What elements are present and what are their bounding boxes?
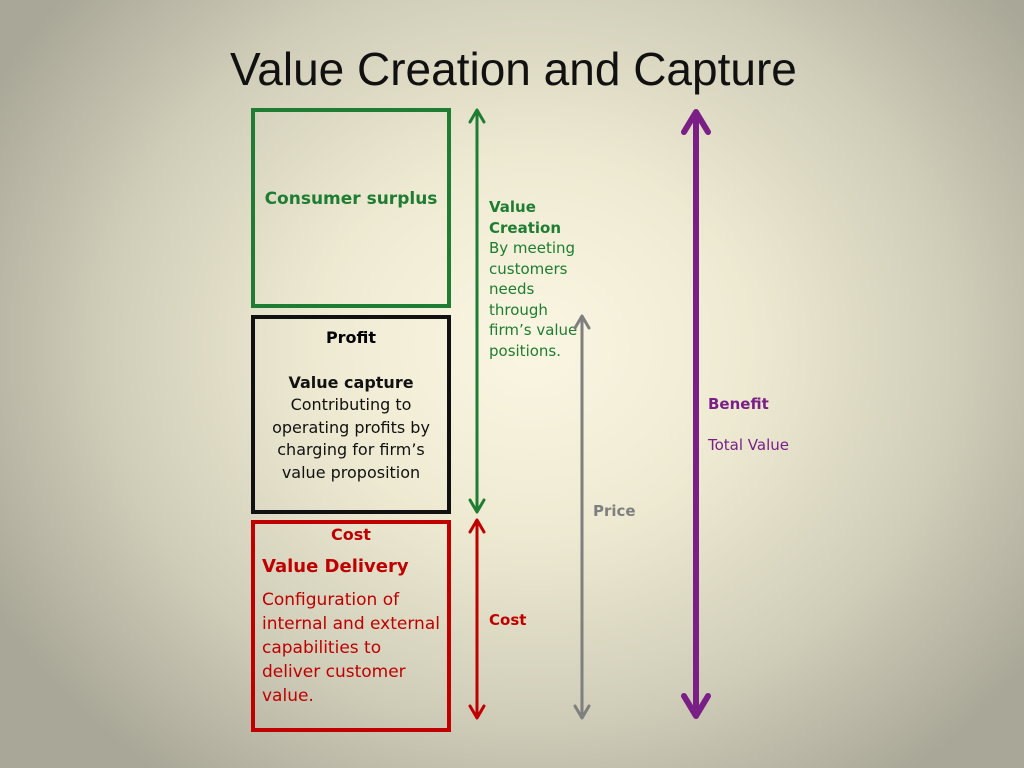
cost-arrow <box>468 518 486 720</box>
value-delivery-heading: Value Delivery <box>262 556 409 577</box>
cost-arrow-label: Cost <box>489 611 527 629</box>
price-arrow <box>573 314 591 720</box>
consumer-surplus-box <box>251 108 451 308</box>
cost-box <box>251 520 451 732</box>
benefit-arrow-label: Benefit <box>708 395 769 413</box>
profit-title: Profit <box>325 328 377 347</box>
cost-box-title: Cost <box>331 525 371 544</box>
total-value-label: Total Value <box>708 436 789 454</box>
price-arrow-label: Price <box>593 502 636 520</box>
value-creation-description: By meeting customers needs through firm’… <box>489 239 578 360</box>
value-creation-heading: Value Creation <box>489 198 561 237</box>
value-creation-arrow <box>468 108 486 514</box>
value-delivery-description: Configuration of internal and external c… <box>262 590 440 706</box>
consumer-surplus-label: Consumer surplus <box>264 189 438 209</box>
benefit-arrow <box>681 109 711 719</box>
profit-box <box>251 315 451 514</box>
value-capture-description: Contributing to operating profits by cha… <box>272 395 430 482</box>
value-capture-text: Value capture Contributing to operating … <box>255 372 447 484</box>
value-creation-text: Value Creation By meeting customers need… <box>489 197 589 361</box>
slide-title: Value Creation and Capture <box>230 43 797 95</box>
value-capture-heading: Value capture <box>288 373 414 392</box>
